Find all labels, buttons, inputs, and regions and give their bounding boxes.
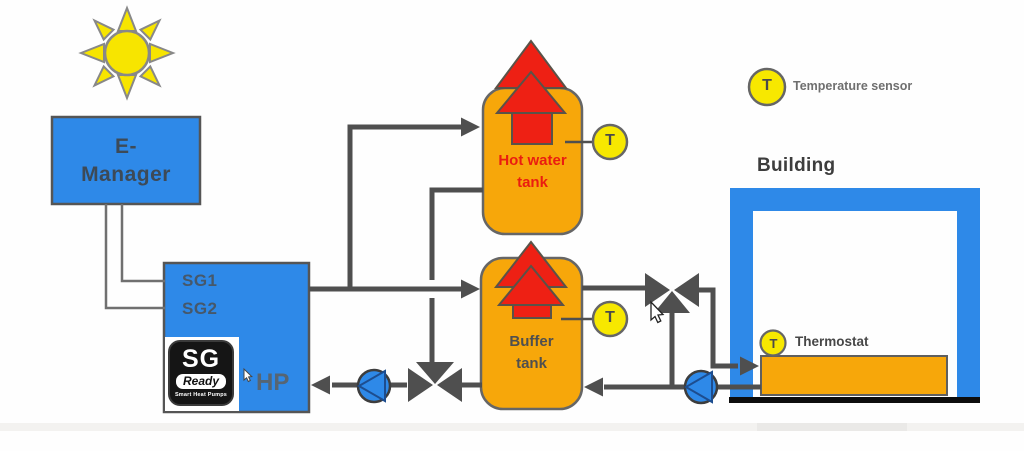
- temperature-sensor-legend-label: Temperature sensor: [793, 79, 913, 93]
- t-letter-hot-water: T: [605, 132, 615, 149]
- sg-ready-badge-inner: SG Ready Smart Heat Pumps: [168, 340, 234, 406]
- hot-water-return-pipe: [429, 187, 483, 280]
- t-letter-thermostat: T: [769, 336, 778, 351]
- sg-ready-badge-ready: Ready: [175, 374, 227, 389]
- sun-icon: [78, 5, 176, 101]
- building-label: Building: [757, 155, 836, 176]
- sg1-control-line: [120, 204, 165, 283]
- sg-ready-badge-sg: SG: [181, 345, 221, 373]
- sensor-lines: [561, 140, 594, 321]
- sg2-label: SG2: [182, 299, 218, 318]
- temp-sensor-hot-water-icon: [591, 123, 629, 161]
- hot-water-heat-arrow-icon: [494, 39, 568, 145]
- temp-sensor-buffer-icon: [591, 300, 629, 338]
- bottom-band: [0, 423, 1024, 431]
- small-cursor-icon: [243, 367, 253, 383]
- flow-arrowheads: [311, 117, 759, 397]
- arrow-into-heat-pump: [311, 375, 330, 395]
- hot-water-tank-label: Hot water tank: [498, 152, 567, 191]
- temp-sensor-legend-icon: [747, 67, 787, 107]
- radiator-supply-pipe: [698, 287, 738, 369]
- hp-label: HP: [256, 369, 290, 396]
- sg-ready-badge: SG Ready Smart Heat Pumps: [165, 337, 239, 411]
- buffer-heat-arrow-icon: [493, 240, 569, 319]
- sg-ready-badge-tagline: Smart Heat Pumps: [174, 392, 228, 398]
- t-letter-buffer: T: [605, 309, 615, 326]
- e-manager-label: E- Manager: [81, 135, 171, 186]
- arrow-into-hot-water-tank: [461, 117, 480, 137]
- pipes: [309, 124, 761, 390]
- sg1-label: SG1: [182, 271, 218, 290]
- building-floor: [729, 397, 980, 403]
- thermostat-label: Thermostat: [795, 334, 869, 349]
- sg2-control-line: [104, 204, 165, 310]
- arrow-into-buffer-return: [584, 377, 603, 397]
- three-way-valve-left-icon: [408, 362, 462, 402]
- buffer-tank-label: Buffer tank: [509, 333, 554, 372]
- mouse-cursor-icon: [650, 300, 665, 324]
- pump-heat-pump-loop-icon: [356, 368, 392, 404]
- hot-water-supply-pipe: [347, 124, 461, 289]
- thermostat-sensor-icon: [759, 329, 787, 357]
- arrow-into-radiator: [740, 356, 759, 376]
- arrow-into-buffer-tank: [461, 279, 480, 299]
- e-manager-box: [50, 115, 202, 206]
- control-lines: [104, 204, 165, 310]
- radiator: [760, 355, 948, 396]
- three-way-valve-right-icon: [645, 273, 699, 313]
- t-letter-legend: T: [762, 77, 772, 94]
- pump-building-loop-icon: [683, 369, 719, 405]
- bottom-band-shade: [757, 423, 907, 431]
